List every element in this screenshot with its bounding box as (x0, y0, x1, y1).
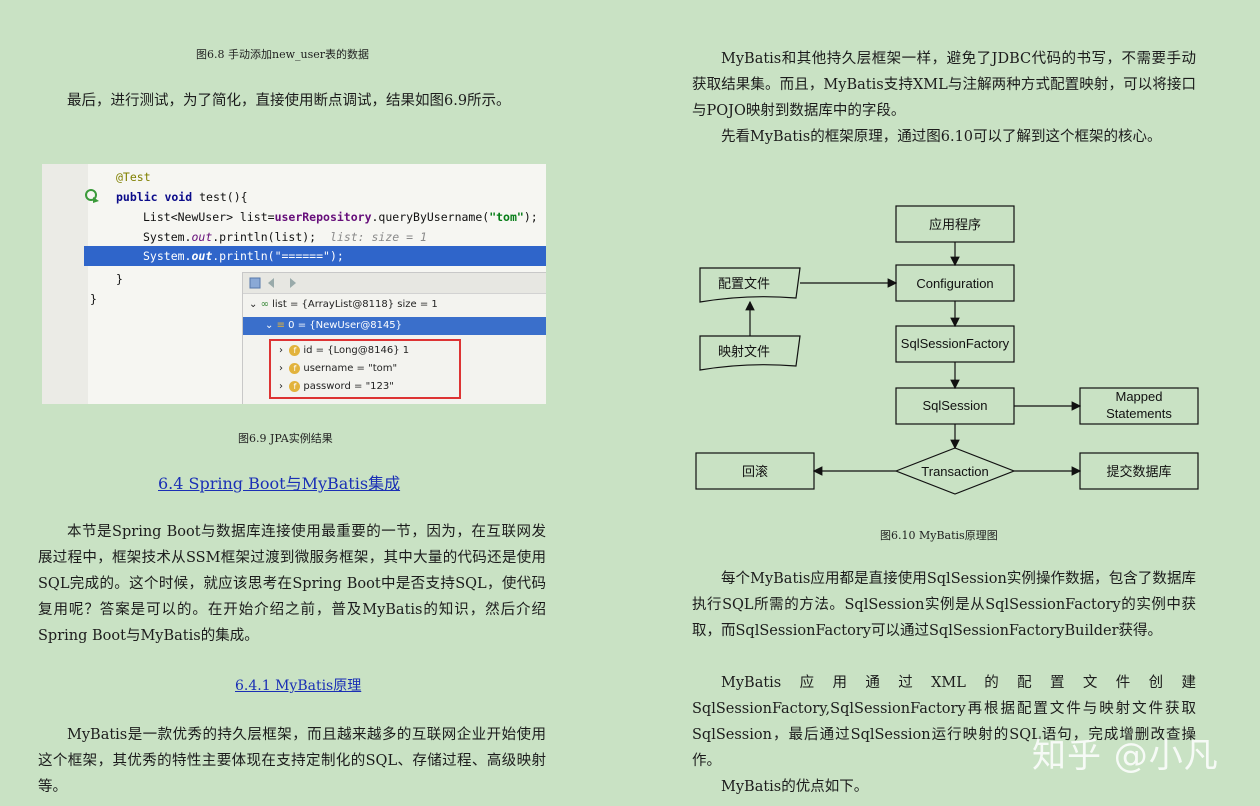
section-heading-6-4[interactable]: 6.4 Spring Boot与MyBatis集成 (158, 474, 401, 493)
code-field: userRepository (274, 210, 372, 224)
code-field: out (191, 249, 213, 263)
code-keyword: public void (116, 190, 193, 204)
debugger-variables-panel: ⌄ ∞ list = {ArrayList@8118} size = 1 ⌄ ≡… (242, 272, 546, 404)
code-screenshot: @Test public void test(){ List<NewUser> … (42, 164, 546, 404)
variable-icon: ∞ (260, 299, 269, 310)
field-icon: f (289, 345, 301, 356)
figure-6-9-caption: 图6.9 JPA实例结果 (238, 432, 333, 445)
chevron-right-icon: › (279, 381, 283, 392)
zhihu-watermark: 知乎 @小凡 (1032, 736, 1219, 776)
code-line-print-sep: System.out.println("======"); (143, 249, 344, 263)
left-paragraph-3: MyBatis是一款优秀的持久层框架，而且越来越多的互联网企业开始使用这个框架，… (38, 727, 546, 795)
field-icon: f (289, 381, 301, 392)
mapping-file-label: 映射文件 (718, 344, 770, 359)
highlight-box (269, 339, 461, 399)
right-paragraph-2: 先看MyBatis的框架原理，通过图6.10可以了解到这个框架的核心。 (721, 129, 1162, 145)
code-text: .println(list); (212, 230, 317, 244)
forward-arrow-icon[interactable] (285, 277, 297, 289)
debug-value: password = "123" (303, 381, 394, 392)
mapped-label-1: Mapped (1116, 389, 1163, 404)
watch-icon[interactable] (249, 277, 261, 289)
list-element-icon: ≡ (276, 320, 285, 331)
inline-debug-hint: list: size = 1 (329, 230, 427, 244)
app-label: 应用程序 (929, 217, 981, 232)
code-text: List<NewUser> list= (143, 210, 275, 224)
rollback-label: 回滚 (742, 464, 768, 479)
chevron-down-icon: ⌄ (265, 320, 274, 331)
code-line-close-class: } (90, 292, 97, 306)
debug-row-selected[interactable]: ⌄ ≡ 0 = {NewUser@8145} (243, 317, 546, 335)
code-line-print-list: System.out.println(list); list: size = 1 (143, 230, 427, 244)
debug-value: username = "tom" (303, 363, 398, 374)
subsection-heading-6-4-1[interactable]: 6.4.1 MyBatis原理 (235, 678, 362, 694)
right-paragraph-5: MyBatis的优点如下。 (721, 779, 869, 795)
code-text: ); (523, 210, 538, 224)
figure-6-8-caption: 图6.8 手动添加new_user表的数据 (196, 48, 369, 61)
right-paragraph-4: MyBatis应用通过XML的配置文件创建SqlSessionFactory,S… (692, 675, 1196, 769)
field-icon: f (289, 363, 301, 374)
chevron-right-icon: › (279, 345, 283, 356)
right-paragraph-3: 每个MyBatis应用都是直接使用SqlSession实例操作数据，包含了数据库… (692, 571, 1196, 639)
mapped-label-2: Statements (1106, 406, 1172, 421)
left-paragraph-1: 最后，进行测试，为了简化，直接使用断点调试，结果如图6.9所示。 (67, 93, 511, 109)
code-line-query: List<NewUser> list=userRepository.queryB… (143, 210, 538, 224)
mybatis-architecture-diagram: 应用程序 Configuration 配置文件 映射文件 SqlSessionF… (695, 205, 1199, 495)
chevron-down-icon: ⌄ (249, 299, 258, 310)
mapping-file-shape (699, 335, 801, 371)
current-execution-line: System.out.println("======"); (84, 246, 546, 266)
code-string: "tom" (489, 210, 524, 224)
code-text: test(){ (192, 190, 248, 204)
code-field: out (191, 230, 213, 244)
code-text: System. (143, 230, 192, 244)
config-file-label: 配置文件 (718, 276, 770, 291)
left-paragraph-2: 本节是Spring Boot与数据库连接使用最重要的一节，因为，在互联网发展过程… (38, 524, 546, 644)
code-line-close-method: } (116, 272, 123, 286)
editor-gutter (42, 164, 88, 404)
code-text: .queryByUsername( (371, 210, 490, 224)
code-string: "======" (274, 249, 330, 263)
chevron-right-icon: › (279, 363, 283, 374)
debug-value: 0 = {NewUser@8145} (288, 320, 403, 331)
figure-6-10-caption: 图6.10 MyBatis原理图 (880, 529, 998, 542)
code-text: .println( (212, 249, 275, 263)
code-text: ); (329, 249, 344, 263)
run-test-icon (85, 189, 99, 203)
code-line-annotation: @Test (116, 170, 151, 184)
config-file-shape (699, 267, 801, 303)
factory-label: SqlSessionFactory (901, 336, 1010, 351)
transaction-label: Transaction (921, 464, 988, 479)
right-paragraph-1: MyBatis和其他持久层框架一样，避免了JDBC代码的书写，不需要手动获取结果… (692, 51, 1196, 119)
debug-row-newuser: ⌄ ≡ 0 = {NewUser@8145} (265, 320, 402, 331)
debug-row-list[interactable]: ⌄ ∞ list = {ArrayList@8118} size = 1 (249, 299, 438, 310)
code-line-method: public void test(){ (116, 190, 248, 204)
debug-value: list = {ArrayList@8118} size = 1 (272, 299, 438, 310)
code-text: System. (143, 249, 192, 263)
configuration-label: Configuration (916, 276, 993, 291)
commit-label: 提交数据库 (1106, 464, 1171, 479)
debug-value: id = {Long@8146} 1 (303, 345, 410, 356)
back-arrow-icon[interactable] (267, 277, 279, 289)
session-label: SqlSession (922, 398, 987, 413)
debugger-toolbar (243, 273, 546, 294)
